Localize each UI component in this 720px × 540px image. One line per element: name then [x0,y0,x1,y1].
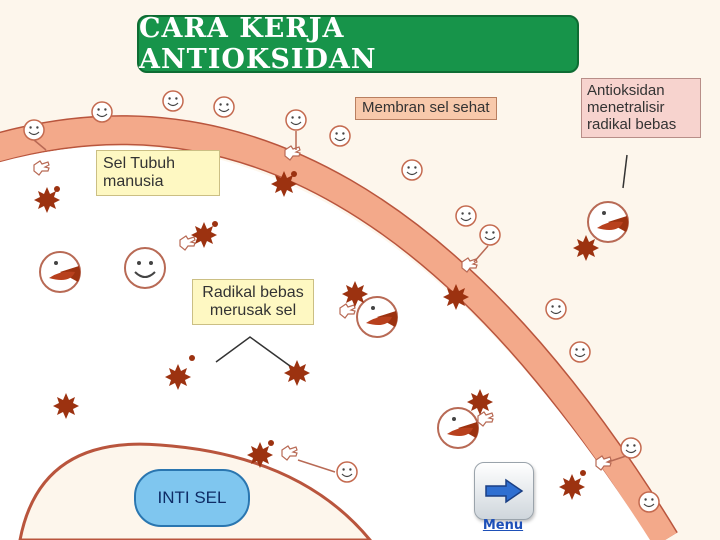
right-arrow-icon [485,478,524,504]
membrane-cell [455,205,477,227]
body-cell [124,247,166,289]
body-cell [336,461,358,483]
radical-particle [54,186,60,192]
radical-particle [268,440,274,446]
membrane-cell [479,224,501,246]
antioxidant-cell [587,201,630,243]
membrane-cell [91,101,113,123]
title-banner: CARA KERJA ANTIOKSIDAN [137,13,579,75]
menu-link[interactable]: Menu [482,518,524,533]
membrane-cell [569,341,591,363]
free-radical-label: Radikal bebas merusak sel [192,279,314,325]
callout-line-antioksidan [622,154,628,189]
damaged-cell [437,407,480,449]
radical-particle [580,470,586,476]
antioxidant-label: Antioksidan menetralisir radikal bebas [581,78,701,139]
menu-button[interactable] [474,462,534,520]
cytoplasm [0,146,650,540]
body-cell-label: Sel Tubuh manusia [96,150,220,196]
membrane-cell [162,90,184,112]
damaged-cell [39,251,82,293]
membrane-cell [401,159,423,181]
nucleus-label: INTI SEL [134,469,250,527]
page-title: CARA KERJA ANTIOKSIDAN [139,13,377,75]
callout-line-radikal [215,336,291,367]
membrane-cell [545,298,567,320]
membrane-cell [620,437,642,459]
membrane-cell [329,125,351,147]
membrane-cell [638,491,660,513]
membrane-cell [213,96,235,118]
radical-particle [212,221,218,227]
damaged-cell [356,296,399,338]
membrane-label: Membran sel sehat [355,97,497,120]
radical-particle [189,355,195,361]
membrane-cell [285,109,307,131]
free-radical [573,235,599,261]
radical-particle [291,171,297,177]
membrane-cell [23,119,45,141]
